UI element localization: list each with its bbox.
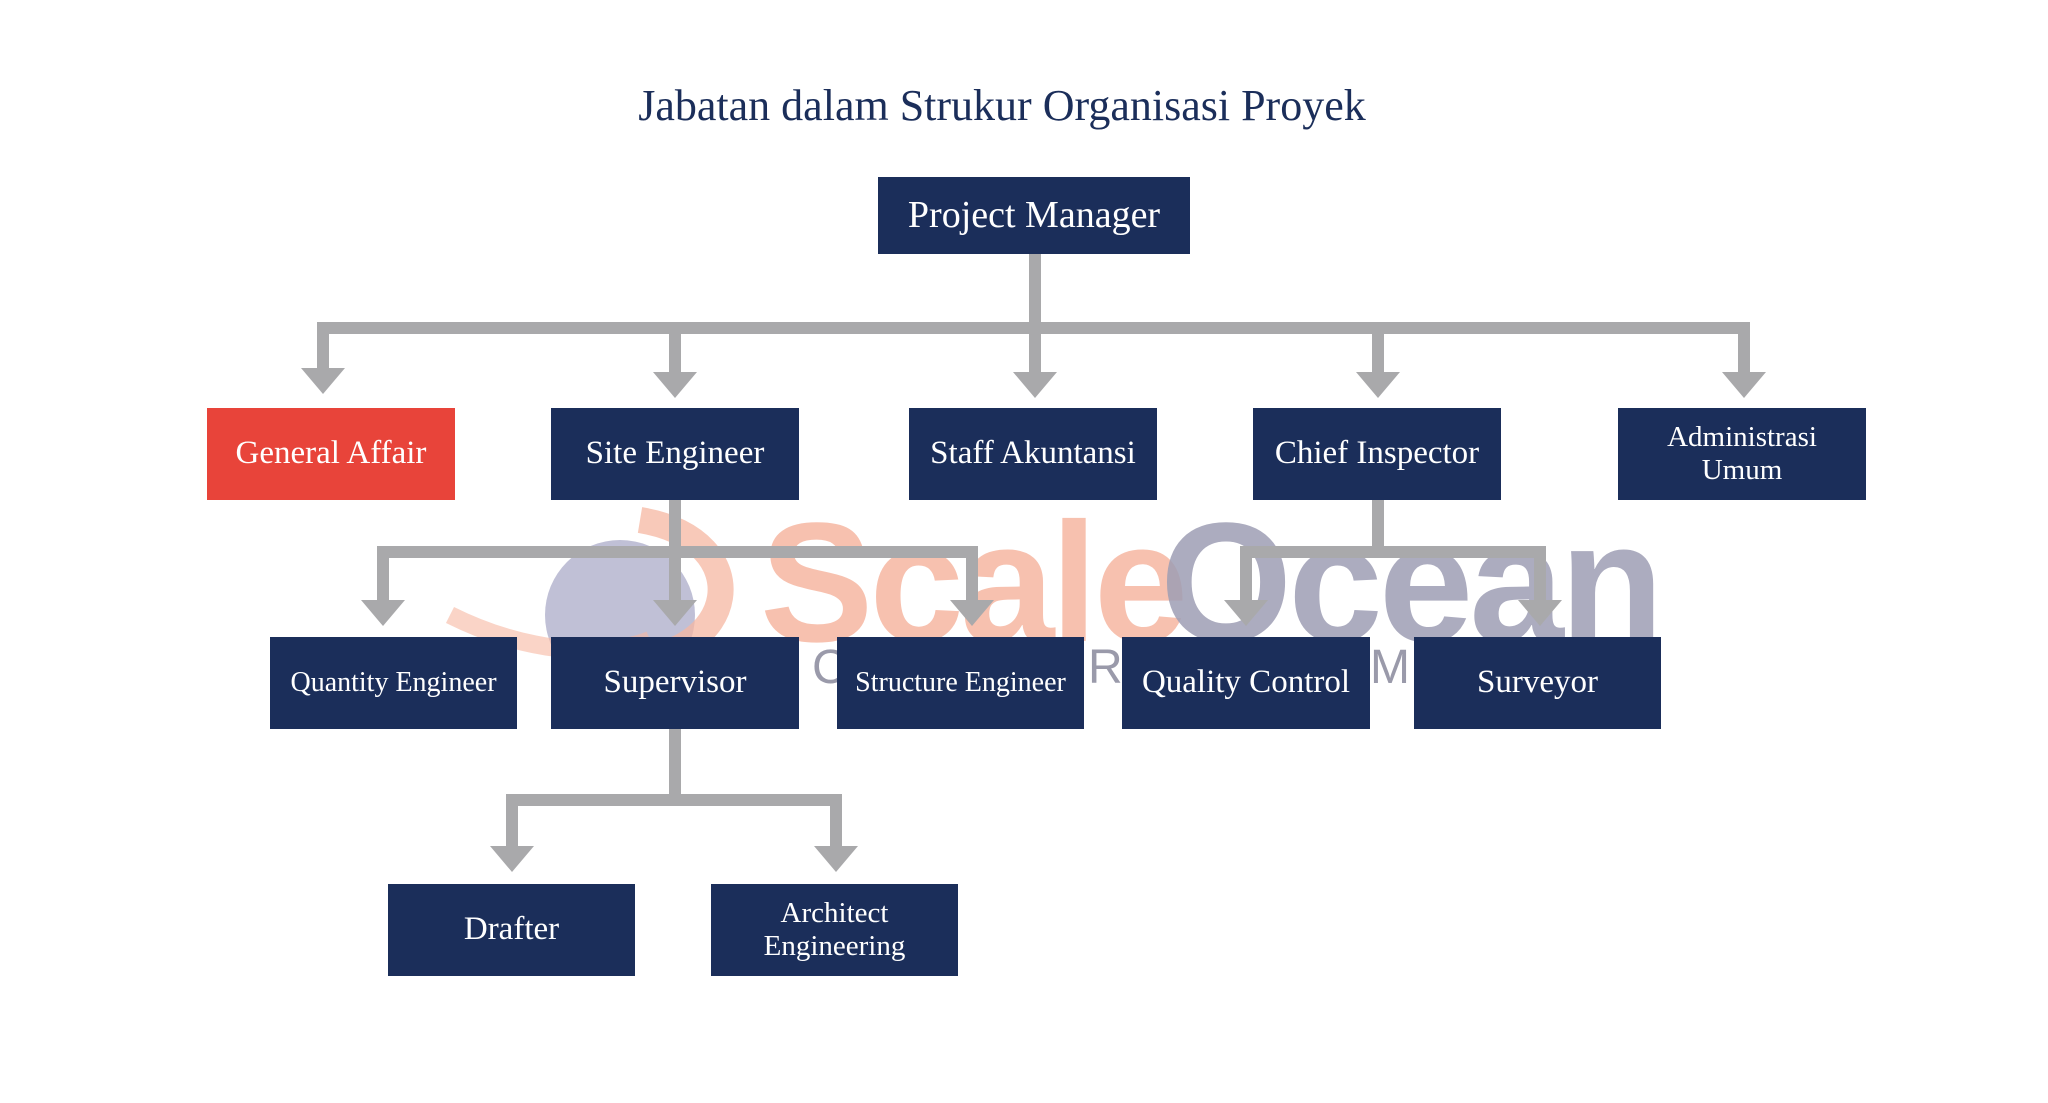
node-structure-engineer: Structure Engineer: [837, 637, 1084, 729]
node-label: Site Engineer: [585, 435, 765, 472]
node-project-manager: Project Manager: [878, 177, 1190, 254]
node-label-line-1: Architect: [780, 896, 889, 929]
watermark-sub-right: M: [1370, 641, 1450, 694]
node-label-line-1: Administrasi: [1667, 420, 1817, 453]
node-label: Structure Engineer: [855, 666, 1066, 698]
chart-title: Jabatan dalam Strukur Organisasi Proyek: [638, 81, 1366, 130]
node-general-affair: General Affair: [207, 408, 455, 500]
node-architect-engineering: Architect Engineering: [711, 884, 958, 976]
node-label: Project Manager: [907, 193, 1161, 236]
node-surveyor: Surveyor: [1414, 637, 1661, 729]
node-site-engineer: Site Engineer: [551, 408, 799, 500]
node-label: Supervisor: [603, 664, 747, 701]
node-drafter: Drafter: [388, 884, 635, 976]
node-label: Staff Akuntansi: [930, 435, 1136, 472]
node-label: Chief Inspector: [1274, 435, 1480, 472]
node-label: Quality Control: [1141, 664, 1351, 701]
watermark-sub-mid: R: [1088, 640, 1163, 695]
node-supervisor: Supervisor: [551, 637, 799, 729]
node-label: Quantity Engineer: [290, 666, 497, 698]
node-label: Surveyor: [1477, 664, 1598, 701]
node-label: General Affair: [235, 435, 427, 472]
node-label-line-2: Umum: [1701, 454, 1783, 486]
node-label-line-2: Engineering: [763, 930, 906, 962]
node-staff-akuntansi: Staff Akuntansi: [909, 408, 1157, 500]
node-quality-control: Quality Control: [1122, 637, 1370, 729]
node-quantity-engineer: Quantity Engineer: [270, 637, 517, 729]
node-chief-inspector: Chief Inspector: [1253, 408, 1501, 500]
node-administrasi-umum: Administrasi Umum: [1618, 408, 1866, 500]
node-label: Drafter: [463, 911, 560, 948]
